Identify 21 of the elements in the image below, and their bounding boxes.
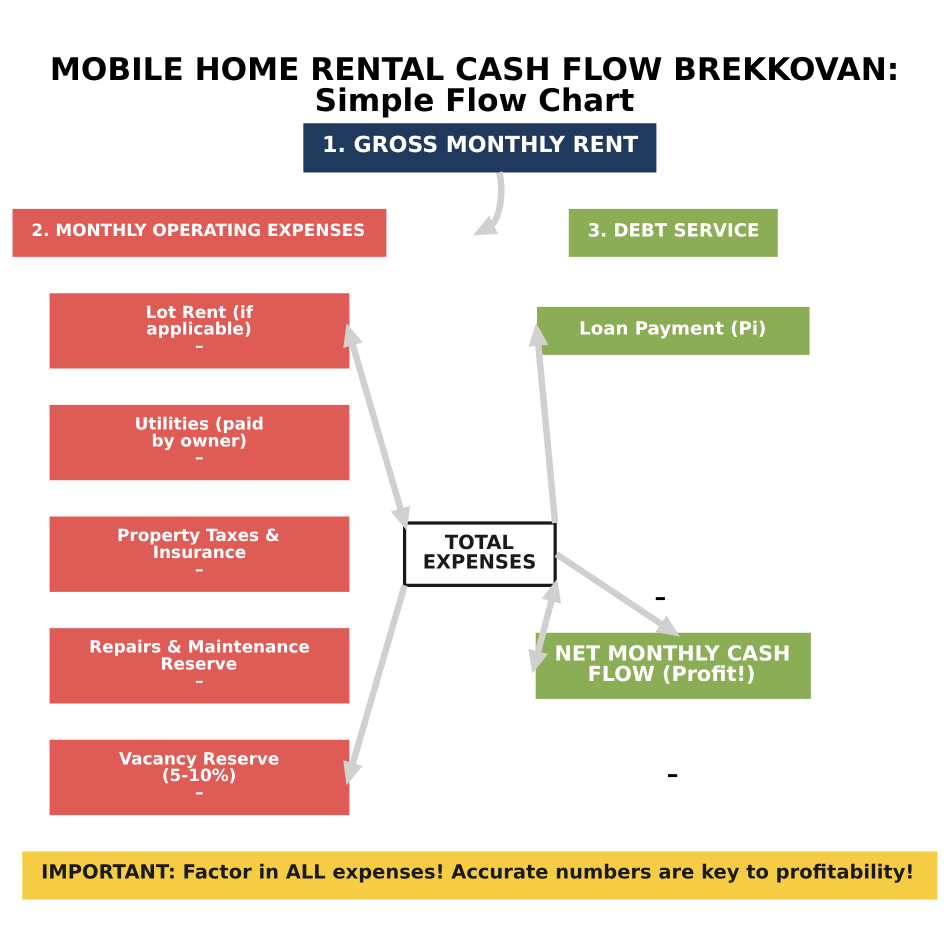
- edge-label: –: [654, 583, 666, 612]
- node-box: Vacancy Reserve (5-10%) –: [50, 740, 350, 816]
- diagram-title: MOBILE HOME RENTAL CASH FLOW BREKKOVAN: Simple Flow Chart: [50, 52, 900, 120]
- arrow: [473, 172, 504, 236]
- arrow: [343, 323, 410, 531]
- node-box: 3. DEBT SERVICE: [568, 208, 778, 257]
- node-box: TOTAL EXPENSES: [402, 521, 557, 587]
- arrow: [343, 584, 408, 786]
- arrow: [554, 551, 680, 637]
- node-box: Utilities (paid by owner) –: [50, 404, 350, 480]
- arrow: [528, 578, 562, 674]
- node-box: IMPORTANT: Factor in ALL expenses! Accurate numbers are key to profitability!: [22, 851, 938, 900]
- node-box: Loan Payment (Pi): [536, 306, 810, 355]
- node-box: Property Taxes & Insurance –: [50, 516, 350, 592]
- label: –: [666, 760, 678, 788]
- node-box: 1. GROSS MONTHLY RENT: [303, 123, 656, 173]
- node-box: 2. MONTHLY OPERATING EXPENSES: [12, 208, 386, 257]
- node-box: Repairs & Maintenance Reserve –: [50, 628, 350, 704]
- node-box: NET MONTHLY CASH FLOW (Profit!): [536, 632, 811, 699]
- arrow: [528, 322, 558, 524]
- node-box: Lot Rent (if applicable) –: [50, 293, 350, 369]
